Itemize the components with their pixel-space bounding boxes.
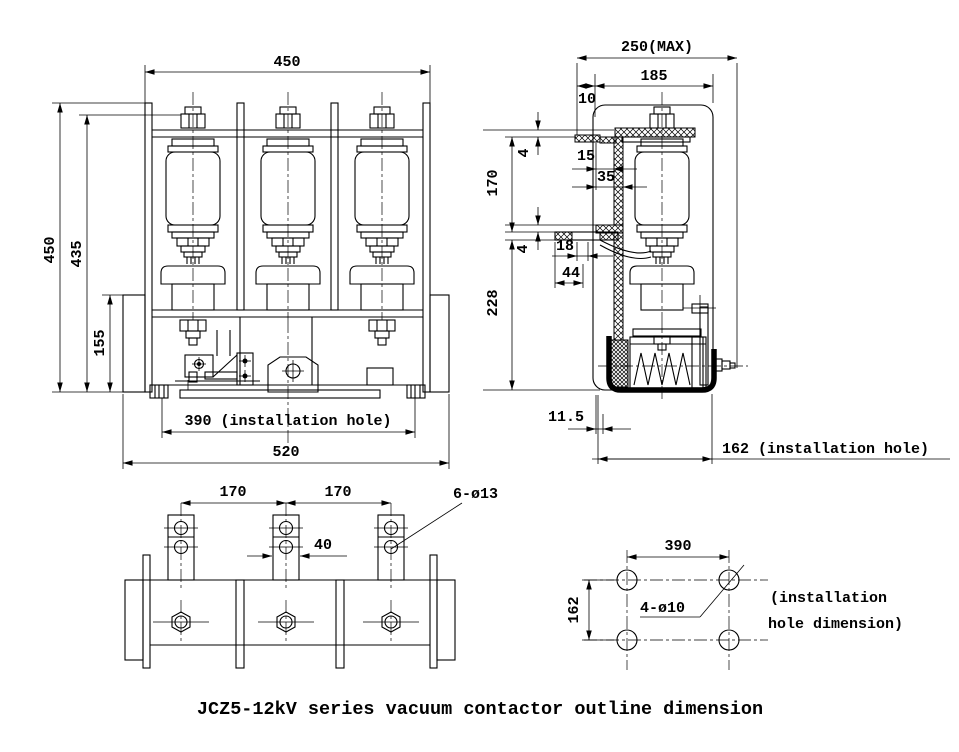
note-line2: hole dimension) [768,616,903,633]
front-view: 450 450 435 155 390 (installation hole) … [42,54,450,469]
dim-side-depth-max: 250(MAX) [621,39,693,56]
dim-side-lower-width: 44 [562,265,580,282]
dim-front-height-total: 450 [42,236,59,263]
dim-side-wall-offset: 35 [597,169,615,186]
dim-side-gap-bottom: 4 [515,244,532,253]
dim-side-height-lower: 228 [485,289,502,316]
dim-bottom-terminal-width: 40 [314,537,332,554]
dim-side-depth-body: 185 [640,68,667,85]
latch-mechanism [175,330,260,390]
dim-side-offset-top: 10 [578,91,596,108]
dim-front-height-to-bolt: 435 [69,240,86,267]
dim-bottom-pitch-left: 170 [219,484,246,501]
dim-pattern-height: 162 [566,596,583,623]
dim-pattern-width: 390 [664,538,691,555]
dim-front-height-base: 155 [92,329,109,356]
dim-side-install-hole: 162 (installation hole) [722,441,929,458]
dim-side-wall-offset-top: 15 [577,148,595,165]
label-pattern-holes: 4-ø10 [640,600,685,617]
center-bracket [267,356,319,393]
dim-front-width-overall: 520 [272,444,299,461]
dim-front-install-hole: 390 (installation hole) [184,413,391,430]
dim-front-width-top: 450 [273,54,300,71]
note-line1: (installation [770,590,887,607]
drawing-title: JCZ5-12kV series vacuum contactor outlin… [197,699,763,720]
side-view: 250(MAX) 10 185 4 170 4 228 15 35 18 44 … [483,39,950,464]
dim-side-gap-top: 4 [516,148,533,157]
label-terminal-holes: 6-ø13 [453,486,498,503]
dim-side-busbar-spacing: 170 [485,169,502,196]
dim-side-lower-offset: 18 [556,238,574,255]
hole-pattern-view: 390 162 4-ø10 (installation hole dimensi… [566,538,903,670]
dim-side-foot-offset: 11.5 [548,409,584,426]
bottom-view: 170 170 40 6-ø13 [124,484,498,669]
dim-bottom-pitch-right: 170 [324,484,351,501]
